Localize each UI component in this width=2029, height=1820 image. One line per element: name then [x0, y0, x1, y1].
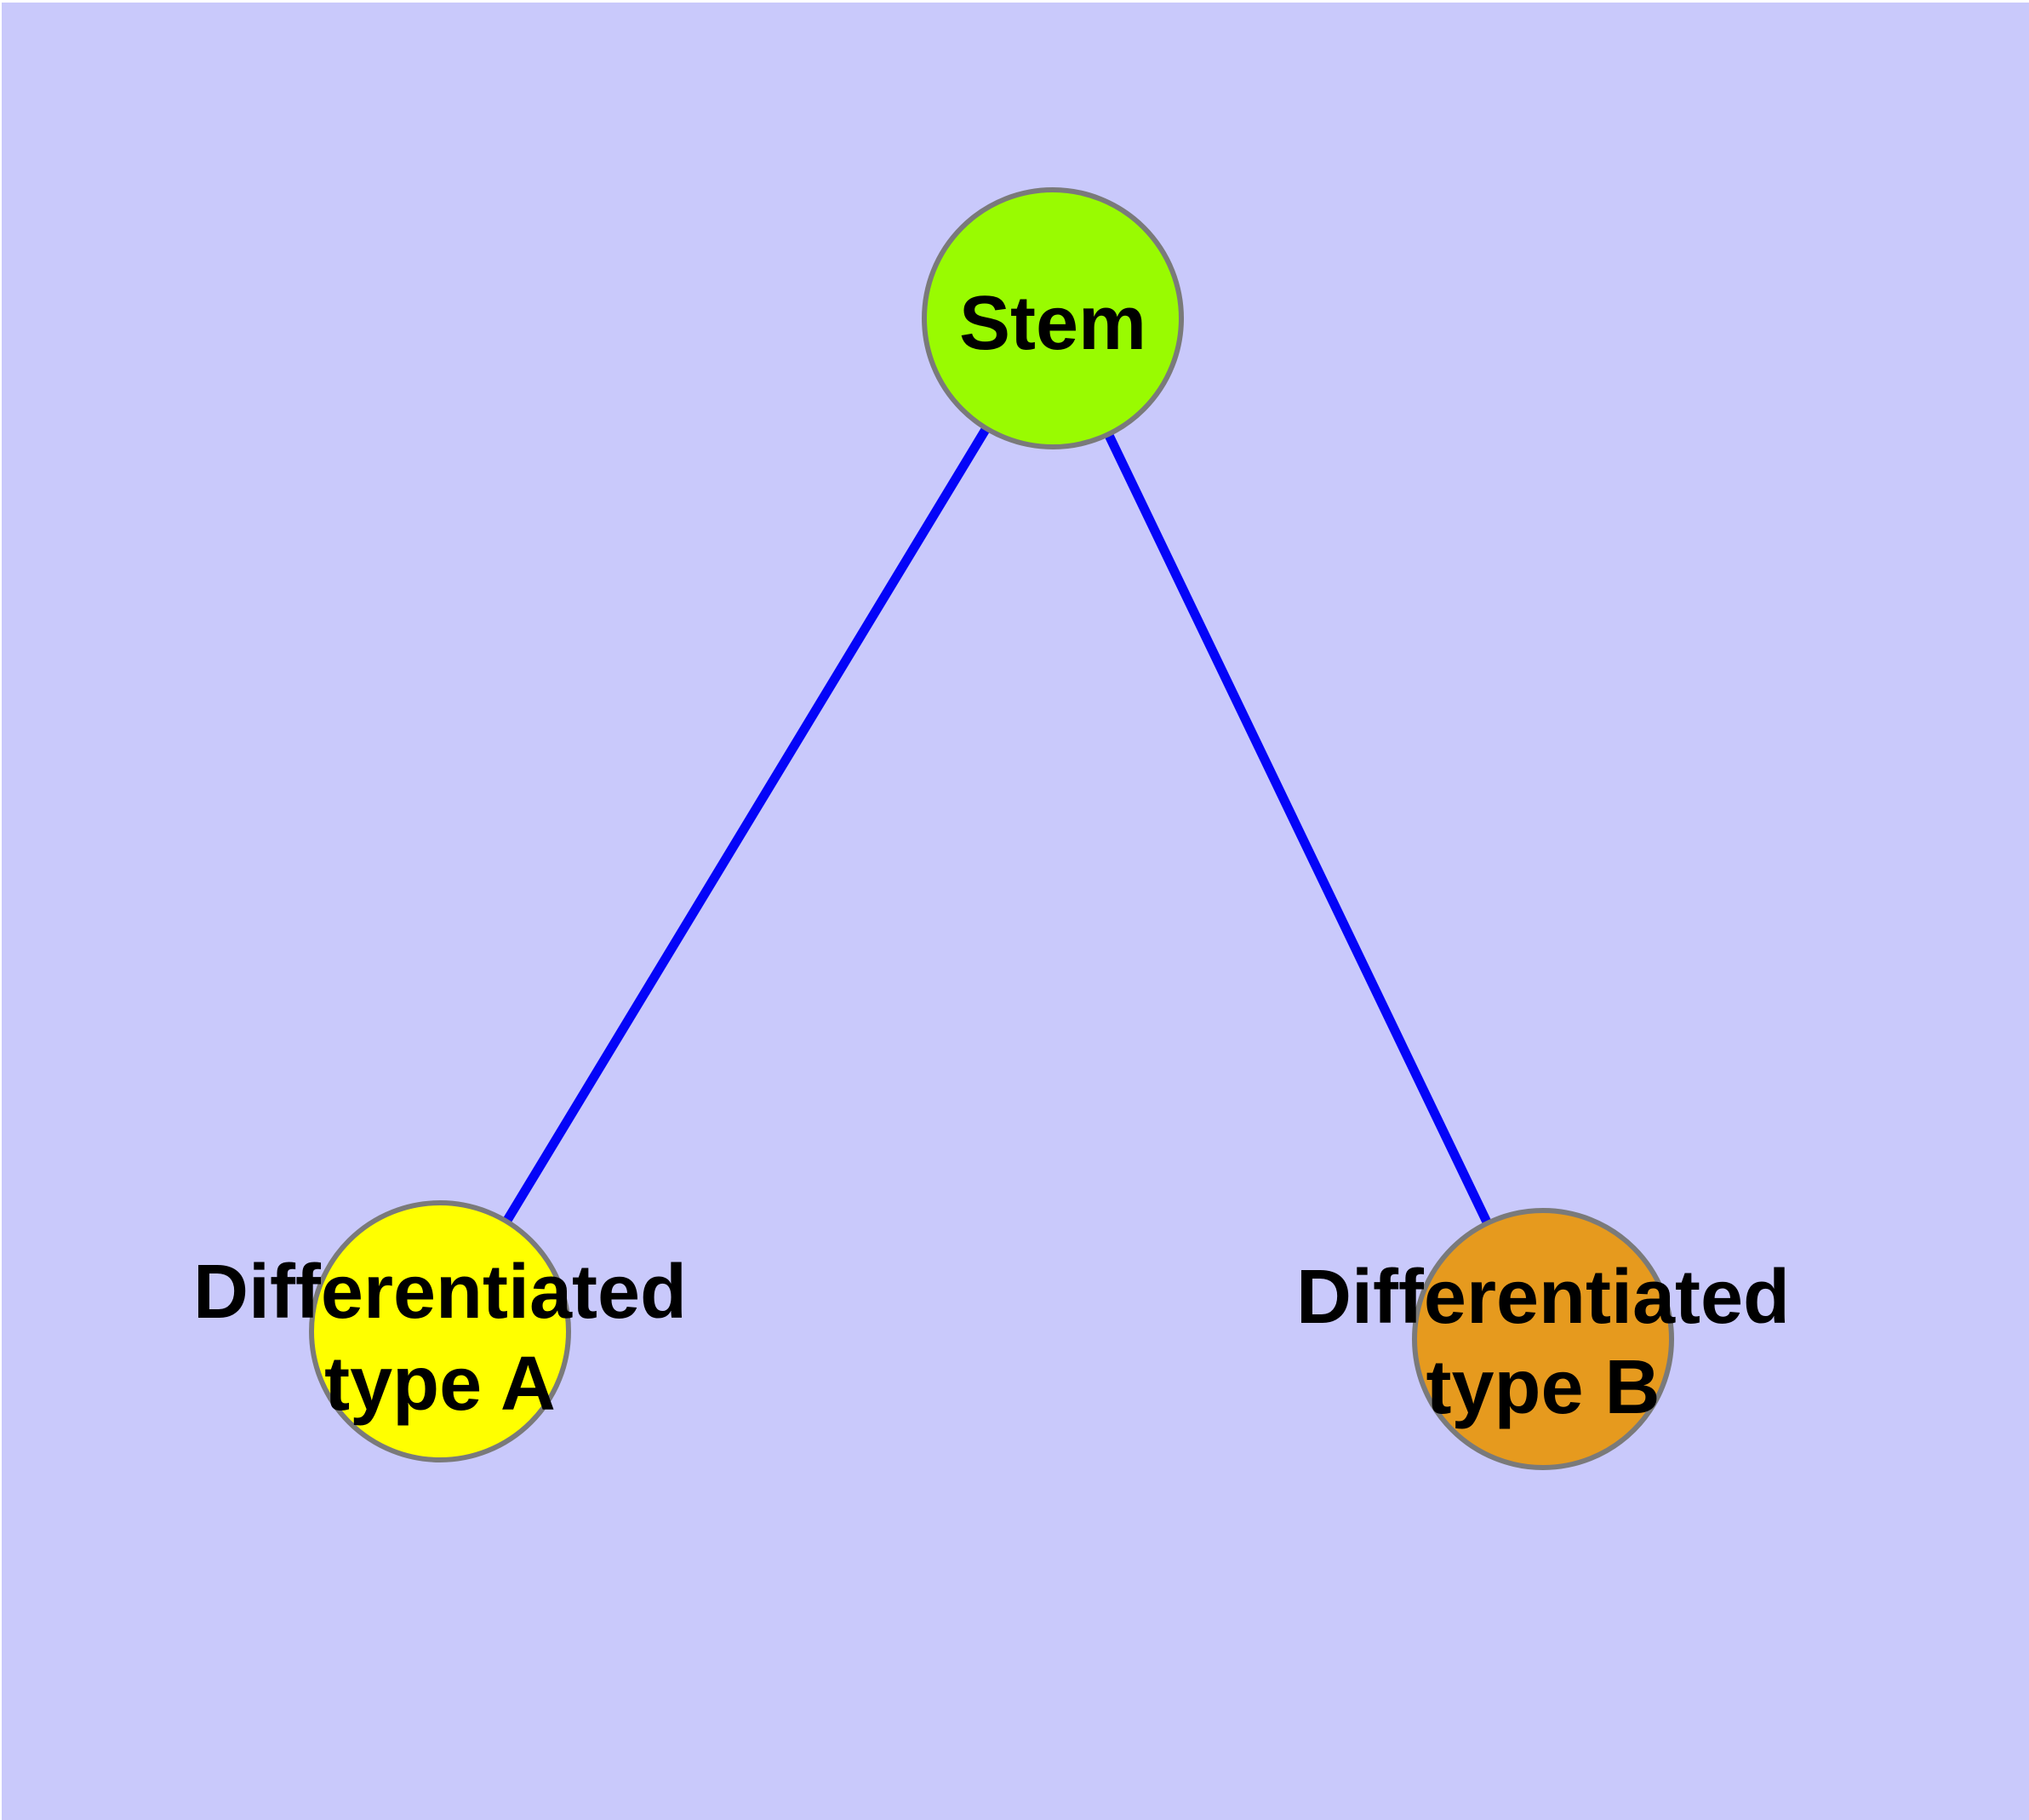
node-stem	[922, 187, 1184, 449]
edge-stem-to-type-a	[436, 316, 1057, 1334]
node-stem-label: Stem	[959, 281, 1146, 366]
node-type-b-label-line-2: type B	[1426, 1345, 1660, 1430]
node-type-b-label-line-1: Differentiated	[1296, 1255, 1790, 1340]
node-differentiated-type-b	[1412, 1208, 1674, 1470]
node-type-a-label-line-2: type A	[324, 1342, 556, 1427]
node-differentiated-type-a	[309, 1200, 571, 1462]
node-type-a-label-line-1: Differentiated	[193, 1250, 687, 1335]
edge-stem-to-type-b	[1049, 316, 1547, 1342]
